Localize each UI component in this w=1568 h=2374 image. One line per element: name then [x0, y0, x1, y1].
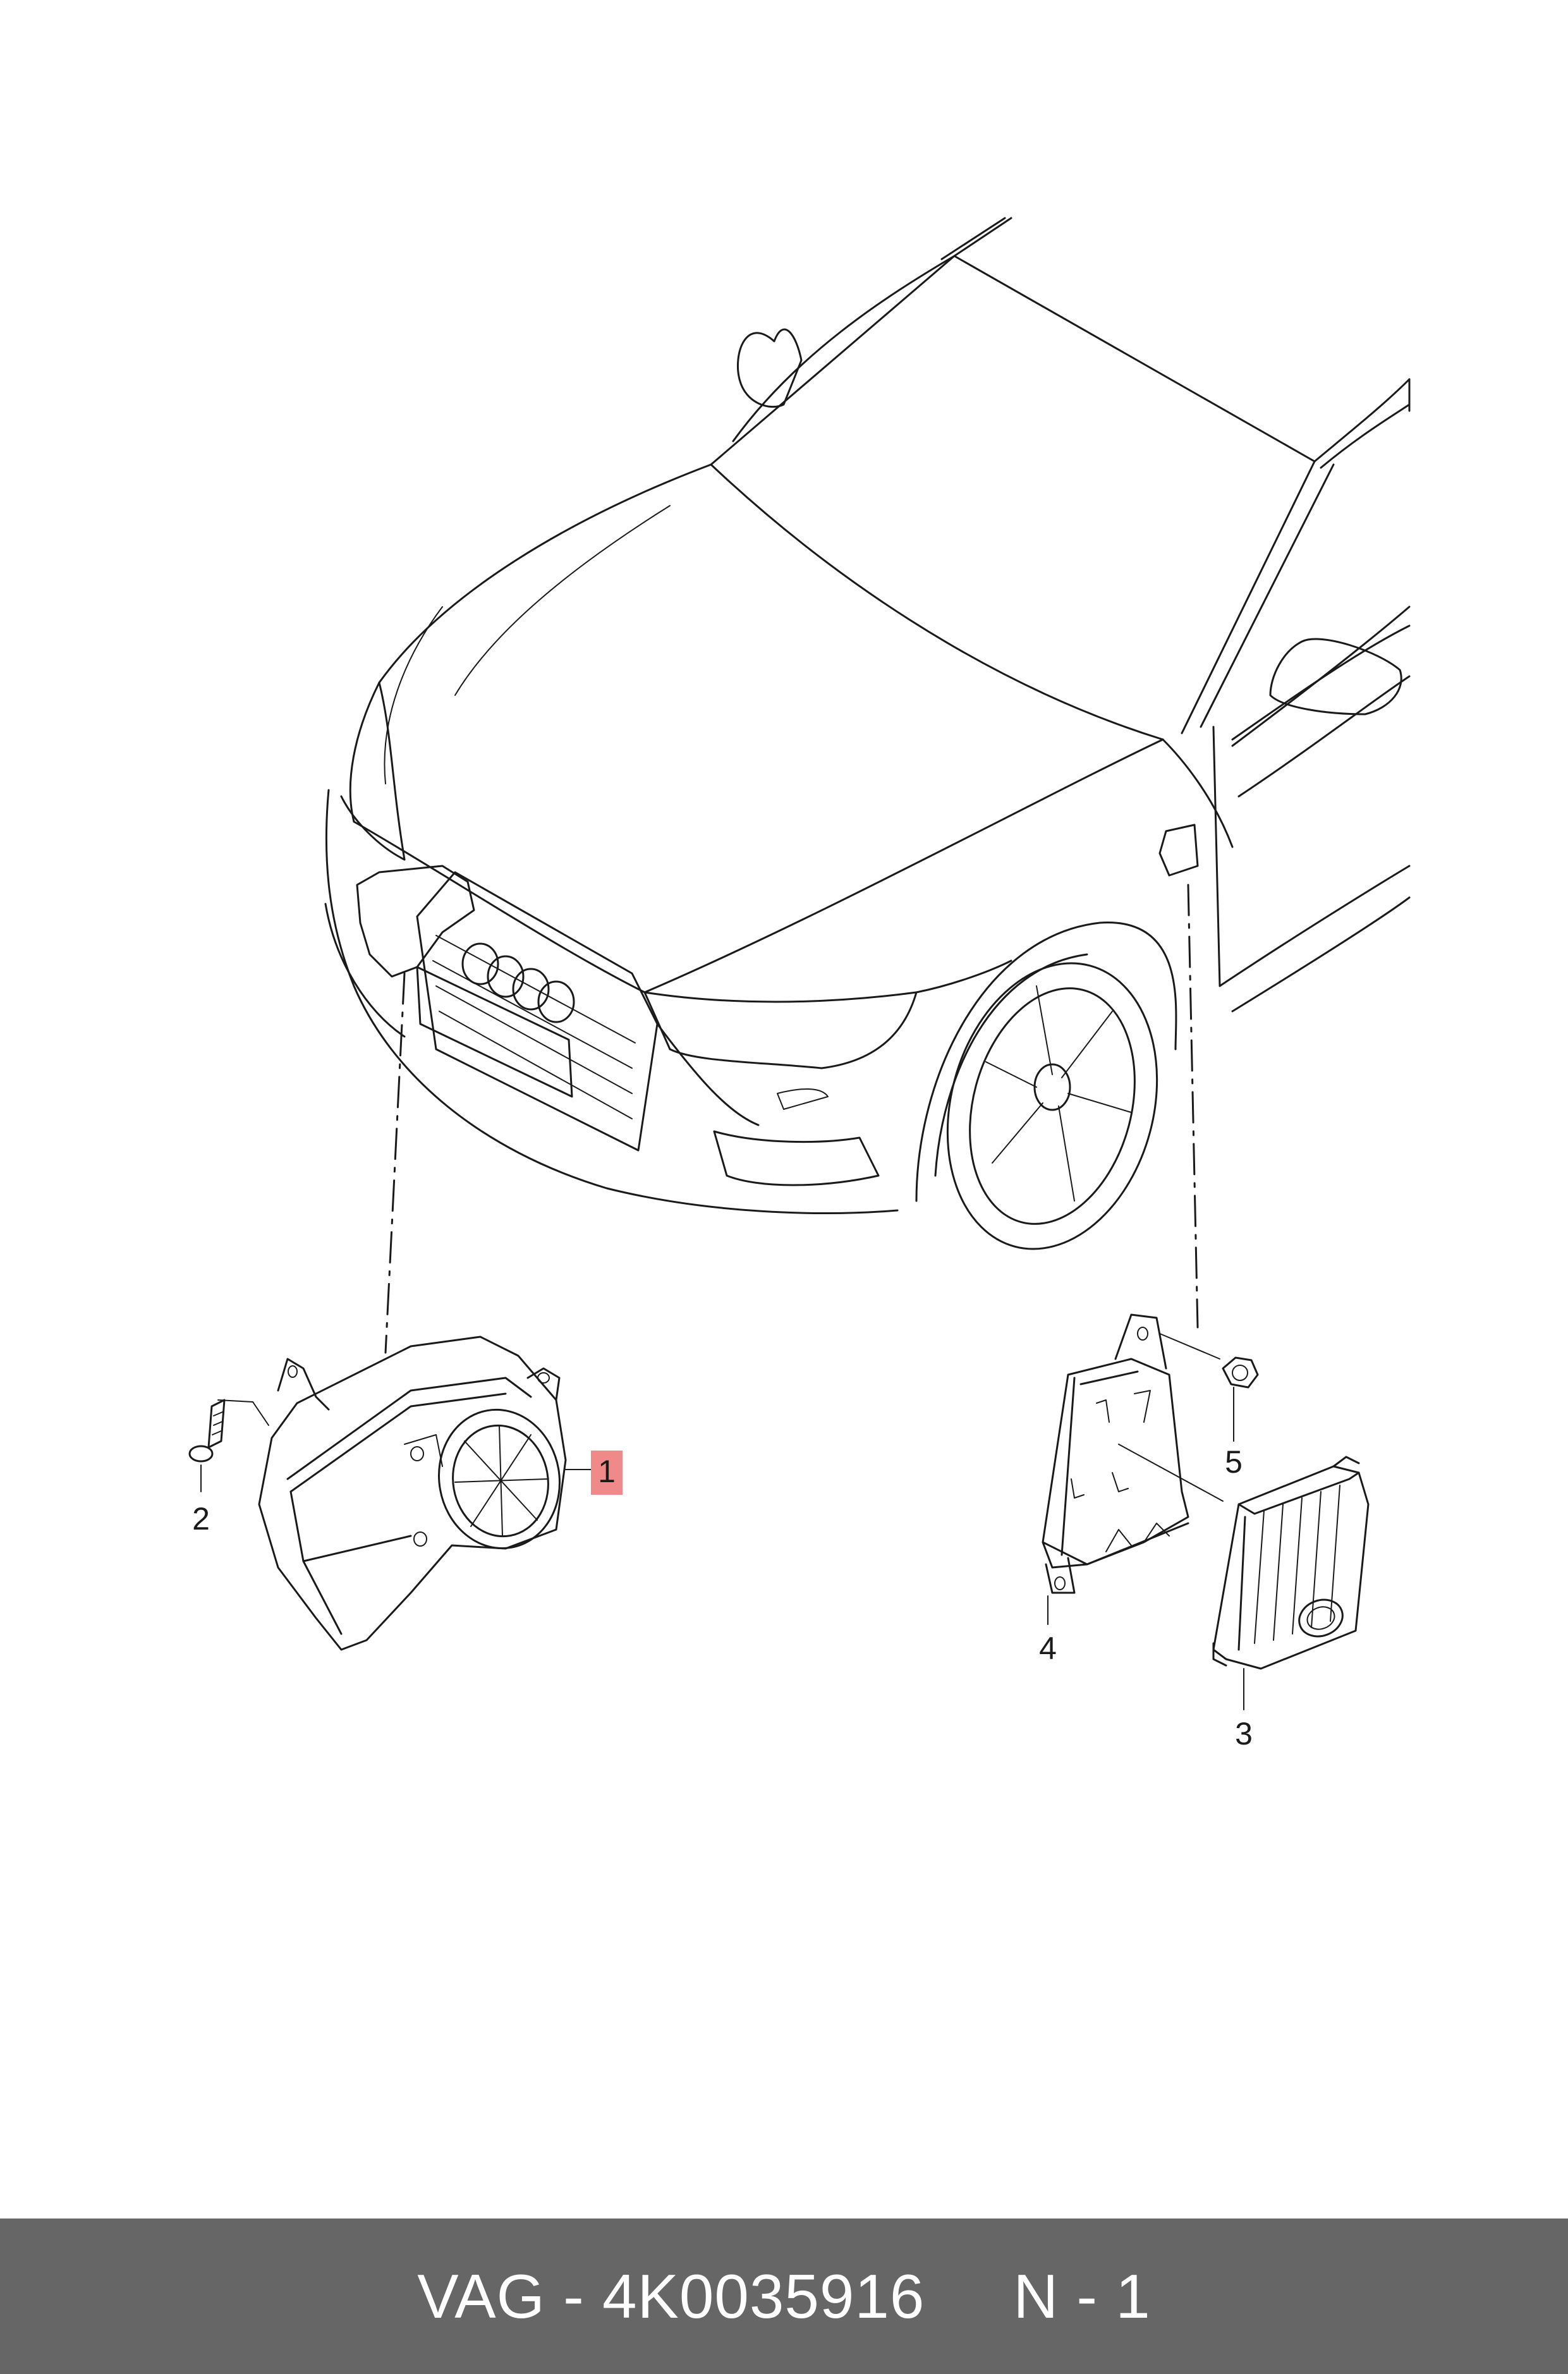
callout-4: 4 [1039, 1631, 1057, 1666]
callout-2: 2 [192, 1501, 210, 1537]
part-4-bracket [1042, 1313, 1220, 1594]
diagram-position: N - 1 [1013, 2261, 1151, 2331]
part-2-bolt [188, 1399, 269, 1463]
part-5-nut [1222, 1356, 1259, 1389]
part-1-module [258, 1336, 567, 1651]
front-wheel [946, 962, 1158, 1250]
car-outline [324, 217, 1411, 1250]
part-number: VAG - 4K0035916 [417, 2261, 925, 2331]
callout-1-highlight [591, 1451, 623, 1495]
part-3-control-unit [1212, 1456, 1370, 1670]
callout-3: 3 [1235, 1716, 1253, 1751]
callout-1: 1 [598, 1454, 616, 1489]
leader-lines [384, 884, 1199, 1354]
callout-leaders [200, 1387, 1244, 1710]
callout-5: 5 [1225, 1444, 1243, 1480]
brand-rings [461, 942, 575, 1023]
callout-labels: 1 2 3 4 5 [192, 1444, 1253, 1751]
footer-bar: VAG - 4K0035916 N - 1 [0, 2219, 1568, 2374]
parts-diagram: 1 2 3 4 5 [188, 217, 1411, 1751]
